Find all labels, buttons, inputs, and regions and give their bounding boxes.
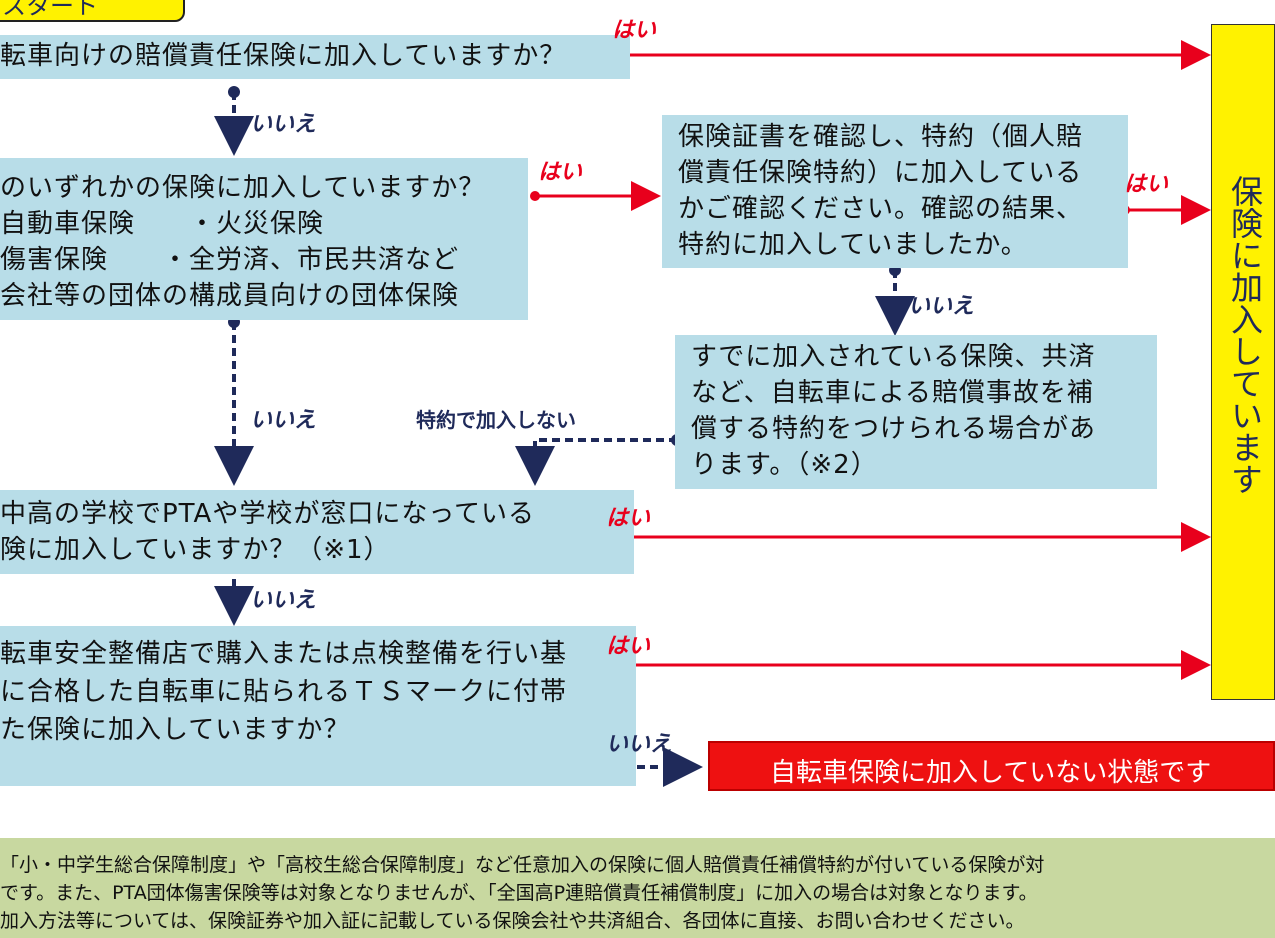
question-1-text: 転車向けの賠償責任保険に加入していますか？ — [0, 41, 567, 71]
question-2c-line-3: 償する特約をつけられる場合があ — [691, 414, 1097, 444]
question-box-4: 転車安全整備店で購入または点検整備を行い基 に合格した自転車に貼られるＴＳマーク… — [0, 626, 636, 786]
question-2-line-1: のいずれかの保険に加入していますか？ — [0, 173, 486, 203]
question-4-line-2: に合格した自転車に貼られるＴＳマークに付帯 — [0, 677, 568, 707]
question-box-2c: すでに加入されている保険、共済 など、自転車による賠償事故を補 償する特約をつけ… — [675, 335, 1157, 489]
question-2b-line-4: 特約に加入していましたか。 — [678, 230, 1028, 260]
question-2-line-3: 傷害保険 ・全労済、市民共済など — [0, 245, 460, 275]
question-2-line-2: 自動車保険 ・火災保険 — [0, 209, 325, 239]
start-label: スタート — [0, 0, 185, 22]
question-2b-line-2: 償責任保険特約）に加入している — [678, 158, 1083, 188]
result-insured-text: 保険に加入しています — [1226, 175, 1264, 495]
no-label-2: いいえ — [250, 408, 317, 433]
question-4-line-1: 転車安全整備店で購入または点検整備を行い基 — [0, 639, 568, 669]
question-2b-line-3: かご確認ください。確認の結果、 — [678, 194, 1084, 224]
yes-label-1: はい — [612, 18, 657, 43]
yes-label-2b: はい — [1124, 172, 1169, 197]
yes-label-4: はい — [606, 634, 651, 659]
no-label-1: いいえ — [250, 112, 317, 137]
note-line-1: 「小・中学生総合保障制度」や「高校生総合保障制度」など任意加入の保険に個人賠償責… — [0, 854, 1045, 876]
notes-panel: 「小・中学生総合保障制度」や「高校生総合保障制度」など任意加入の保険に個人賠償責… — [0, 838, 1275, 938]
question-3-line-1: 中高の学校でPTAや学校が窓口になっている — [0, 499, 536, 529]
question-2c-line-2: など、自転車による賠償事故を補 — [691, 378, 1094, 408]
yes-label-2: はい — [538, 160, 583, 185]
question-2c-line-1: すでに加入されている保険、共済 — [691, 342, 1096, 372]
question-2-line-4: 会社等の団体の構成員向けの団体保険 — [0, 281, 460, 311]
no-label-2b: いいえ — [908, 294, 975, 319]
no-special-label: 特約で加入しない — [416, 408, 576, 432]
question-box-2: のいずれかの保険に加入していますか？ 自動車保険 ・火災保険 傷害保険 ・全労済… — [0, 158, 528, 320]
question-box-2b: 保険証書を確認し、特約（個人賠 償責任保険特約）に加入している かご確認ください… — [662, 115, 1128, 268]
question-box-1: 転車向けの賠償責任保険に加入していますか？ — [0, 35, 630, 79]
yes-label-3: はい — [606, 506, 651, 531]
no-label-4: いいえ — [606, 732, 673, 757]
start-label-text: スタート — [2, 0, 98, 20]
result-not-insured-text: 自転車保険に加入していない状態です — [770, 758, 1212, 788]
no-label-3: いいえ — [250, 588, 317, 613]
result-not-insured-box: 自転車保険に加入していない状態です — [708, 741, 1275, 791]
question-box-3: 中高の学校でPTAや学校が窓口になっている 険に加入していますか？（※1） — [0, 490, 634, 574]
result-insured-box: 保険に加入しています — [1211, 24, 1275, 700]
question-2c-line-4: ります。（※2） — [691, 450, 878, 480]
note-line-2: です。また、PTA団体傷害保険等は対象となりませんが、「全国高P連賠償責任補償制… — [0, 882, 1038, 904]
question-4-line-3: た保険に加入していますか？ — [0, 715, 351, 745]
note-line-3: 加入方法等については、保険証券や加入証に記載している保険会社や共済組合、各団体に… — [0, 910, 1025, 932]
question-3-line-2: 険に加入していますか？（※1） — [0, 535, 391, 565]
question-2b-line-1: 保険証書を確認し、特約（個人賠 — [678, 122, 1084, 152]
